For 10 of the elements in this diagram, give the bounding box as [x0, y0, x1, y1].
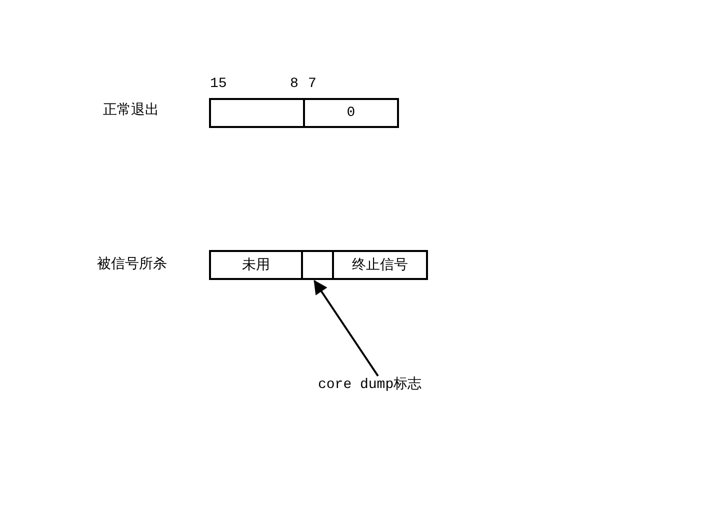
bit-field-box: 未用 — [209, 250, 303, 280]
bit-field-box: 0 — [303, 98, 399, 128]
row-label: 正常退出 — [103, 103, 159, 119]
leader-arrow — [314, 280, 379, 377]
callout-text: core dump标志 — [318, 377, 422, 393]
row-label: 被信号所杀 — [97, 257, 167, 273]
bit-number: 15 — [210, 76, 227, 92]
bit-field-box: 终止信号 — [332, 250, 428, 280]
bit-number: 8 — [290, 76, 298, 92]
bit-number: 7 — [308, 76, 316, 92]
